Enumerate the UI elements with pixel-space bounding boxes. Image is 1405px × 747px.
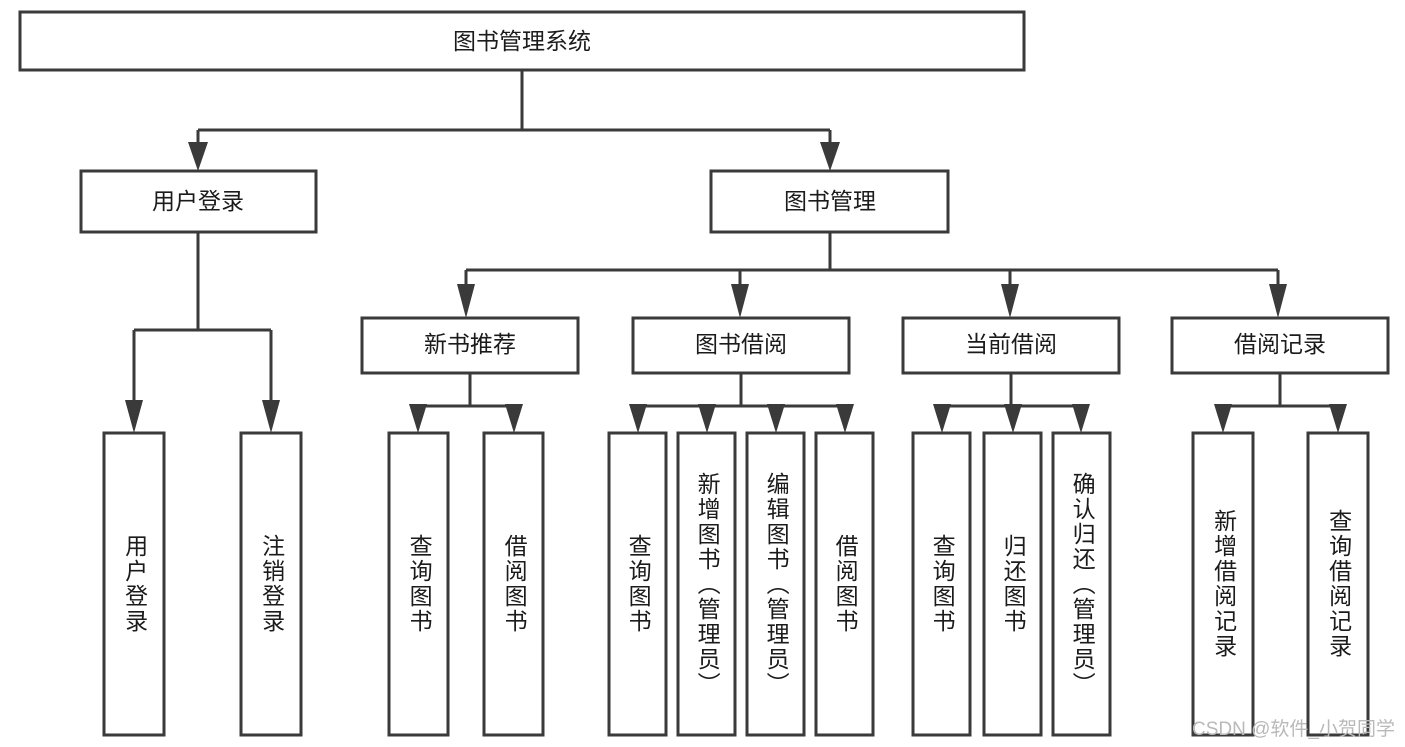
leaf-borrow-book-box[interactable]: [814, 431, 875, 737]
node-book-borrow-label: 图书借阅: [695, 331, 787, 357]
arrow-borrow-records: [1269, 284, 1287, 318]
arrow-leaf-logout: [262, 400, 280, 433]
arrow-current-borrow: [1001, 284, 1019, 318]
node-root[interactable]: 图书管理系统: [18, 10, 1026, 72]
node-user-login[interactable]: 用户登录: [79, 169, 318, 234]
leaf-edit-book-admin-box[interactable]: [745, 431, 806, 737]
connector-current-borrow-to-leaves: [933, 373, 1090, 433]
node-book-management-box[interactable]: [709, 169, 950, 234]
leaf-confirm-return-admin-box[interactable]: [1051, 431, 1112, 737]
leaf-query-book-recommend-box[interactable]: [387, 431, 450, 737]
leaf-boxes: [102, 431, 1370, 737]
arrow-book-borrow: [731, 284, 749, 318]
node-current-borrow-box[interactable]: [901, 316, 1121, 375]
node-new-book-recommend[interactable]: 新书推荐: [360, 316, 580, 375]
node-new-book-recommend-label: 新书推荐: [424, 331, 516, 357]
connector-new-book-recommend-to-leaves: [409, 373, 523, 433]
arrow-book-management: [820, 142, 840, 171]
arrow-leaf-user-login: [125, 400, 143, 433]
node-current-borrow[interactable]: 当前借阅: [901, 316, 1121, 375]
leaf-borrow-book-recommend-box[interactable]: [482, 431, 545, 737]
arrow-user-login: [188, 142, 208, 171]
leaf-return-book-box[interactable]: [982, 431, 1043, 737]
node-borrow-records-label: 借阅记录: [1234, 331, 1326, 357]
arrow-leaf-edit-book-admin: [767, 404, 785, 433]
connector-book-borrow-to-leaves: [629, 373, 854, 433]
leaf-query-borrow-record-box[interactable]: [1306, 431, 1370, 737]
arrow-leaf-query-borrow-record: [1329, 404, 1347, 433]
node-book-borrow-box[interactable]: [631, 316, 851, 375]
node-book-management[interactable]: 图书管理: [709, 169, 950, 234]
node-new-book-recommend-box[interactable]: [360, 316, 580, 375]
arrow-leaf-borrow-book-recommend: [505, 404, 523, 433]
arrow-leaf-query-book-recommend: [409, 404, 427, 433]
arrow-leaf-add-borrow-record: [1214, 404, 1232, 433]
node-current-borrow-label: 当前借阅: [965, 331, 1057, 357]
connector-user-login-to-leaves: [125, 232, 280, 433]
arrow-leaf-query-book-current: [933, 404, 951, 433]
watermark-text: CSDN @软件_小贺同学: [1192, 719, 1395, 740]
leaf-user-login-box[interactable]: [102, 431, 166, 737]
node-borrow-records[interactable]: 借阅记录: [1170, 316, 1390, 375]
node-borrow-records-box[interactable]: [1170, 316, 1390, 375]
leaf-query-book-borrow-box[interactable]: [607, 431, 668, 737]
node-user-login-box[interactable]: [79, 169, 318, 234]
leaf-query-book-current-box[interactable]: [911, 431, 972, 737]
connector-borrow-records-to-leaves: [1214, 373, 1347, 433]
arrow-leaf-add-book-admin: [698, 404, 716, 433]
arrow-leaf-query-book-borrow: [629, 404, 647, 433]
connector-root-to-level2: [188, 70, 840, 171]
connector-book-management-to-level3: [457, 232, 1287, 318]
leaf-add-book-admin-box[interactable]: [676, 431, 737, 737]
node-book-borrow[interactable]: 图书借阅: [631, 316, 851, 375]
node-book-management-label: 图书管理: [784, 188, 876, 214]
leaf-add-borrow-record-box[interactable]: [1191, 431, 1255, 737]
leaf-logout-box[interactable]: [239, 431, 303, 737]
arrow-new-book-recommend: [457, 284, 475, 318]
arrow-leaf-confirm-return-admin: [1072, 404, 1090, 433]
node-user-login-label: 用户登录: [152, 188, 244, 214]
arrow-leaf-return-book: [1004, 404, 1022, 433]
node-root-box[interactable]: [18, 10, 1026, 72]
arrow-leaf-borrow-book: [836, 404, 854, 433]
node-root-label: 图书管理系统: [453, 28, 591, 54]
